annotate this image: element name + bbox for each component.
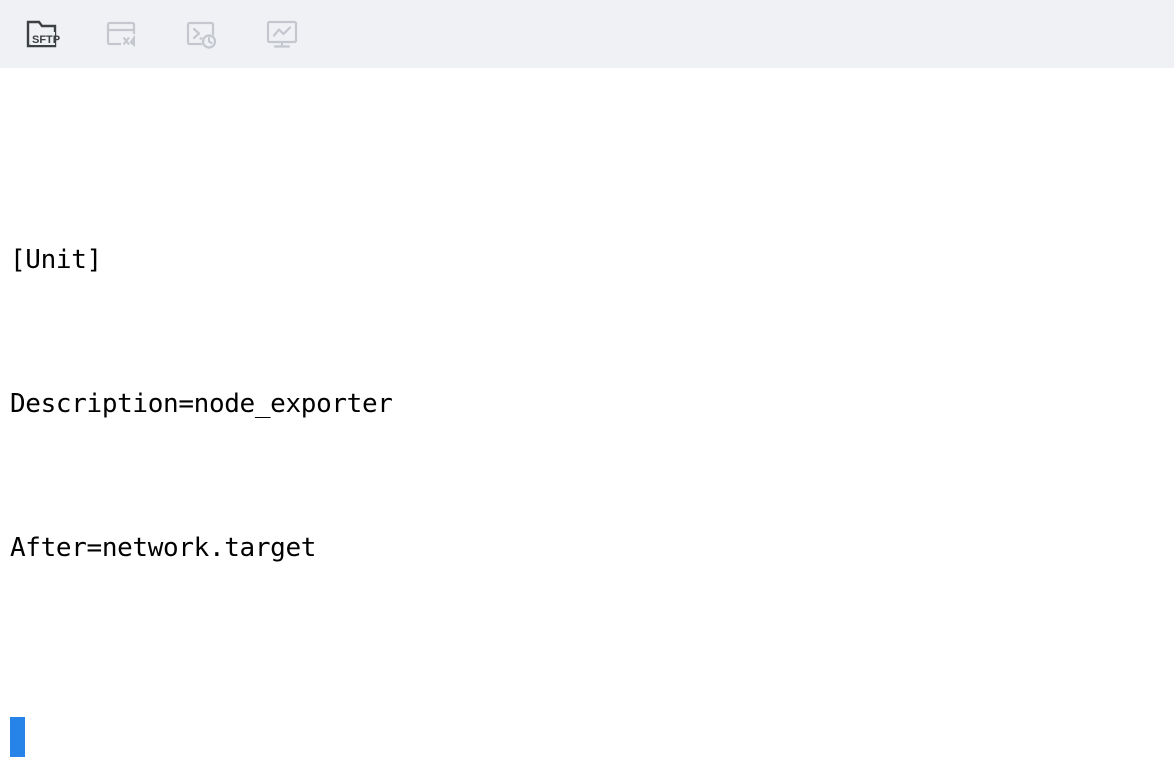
- code-content[interactable]: [Unit] Description=node_exporter After=n…: [0, 68, 1020, 760]
- svg-text:SFTP: SFTP: [32, 34, 60, 46]
- sftp-browser-button[interactable]: SFTP: [16, 8, 68, 60]
- code-line-with-cursor: [0, 716, 1020, 760]
- command-history-button[interactable]: [176, 8, 228, 60]
- sftp-folder-icon: SFTP: [24, 16, 60, 52]
- monitor-chart-icon: [264, 16, 300, 52]
- code-line: [Unit]: [10, 245, 102, 275]
- editor-window-button[interactable]: [96, 8, 148, 60]
- code-line: Description=node_exporter: [10, 389, 393, 419]
- terminal-clock-icon: [184, 16, 220, 52]
- editor-window-icon: [104, 16, 140, 52]
- code-line: After=network.target: [10, 533, 317, 563]
- code-editor[interactable]: [Unit] Description=node_exporter After=n…: [0, 68, 1174, 760]
- monitoring-button[interactable]: [256, 8, 308, 60]
- toolbar: SFTP: [0, 0, 1174, 68]
- text-cursor: [10, 717, 25, 757]
